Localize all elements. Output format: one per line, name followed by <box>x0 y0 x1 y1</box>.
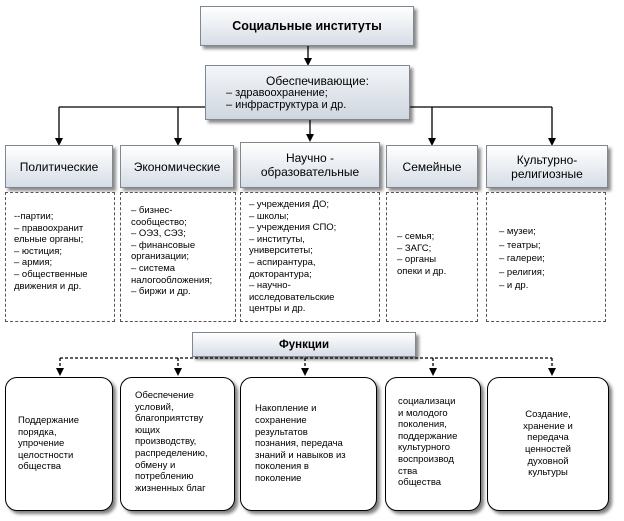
list-item: – юстиция; <box>14 245 62 257</box>
institution-name: Экономические <box>133 159 221 174</box>
supporting-heading: Обеспечивающие: <box>266 73 369 88</box>
institution-name: Культурно- религиозные <box>511 152 583 181</box>
list-item: – галереи; <box>499 253 545 264</box>
list-item: университеты; <box>249 245 313 257</box>
function-box-culture-religion: Создание, хранение и передача ценностей … <box>487 377 609 511</box>
list-item: сообщество; <box>131 216 187 228</box>
institution-list-family: – семья; – ЗАГС; – органы опеки и др. <box>386 192 478 322</box>
supporting-institutions-box: Обеспечивающие: – здравоохранение; – инф… <box>205 65 410 120</box>
institution-list-political: --партии; – правоохранит ельные органы; … <box>5 192 115 322</box>
diagram-title-text: Социальные институты <box>232 19 382 33</box>
institution-list-economic: – бизнес- сообщество; – ОЭЗ, СЭЗ; – фина… <box>120 192 236 322</box>
function-text: Обеспечение условий, благоприятству ющих… <box>135 390 208 494</box>
list-item: – биржи и др. <box>131 286 191 298</box>
function-text: социализаци и молодого поколения, поддер… <box>398 396 458 489</box>
institution-name: Семейные <box>402 159 462 174</box>
list-item: – школы; <box>249 210 289 222</box>
list-item: исследовательские <box>249 291 335 303</box>
list-item: – ОЭЗ, СЭЗ; <box>131 228 186 240</box>
institution-list-culture-religion: – музеи; – театры; – галереи; – религия;… <box>486 192 606 322</box>
list-item: ельные органы; <box>14 234 84 246</box>
institution-header-political: Политические <box>5 145 113 188</box>
list-item: центры и др. <box>249 303 306 315</box>
function-text: Накопление и сохранение результатов позн… <box>255 403 346 484</box>
institution-list-education: – учреждения ДО; – школы; – учреждения С… <box>240 192 380 322</box>
list-item: – учреждения ДО; <box>249 199 330 210</box>
institution-header-family: Семейные <box>386 145 478 188</box>
list-item: – научно- <box>249 280 291 292</box>
institution-header-culture-religion: Культурно- религиозные <box>486 145 608 188</box>
list-item: – музеи; <box>499 226 536 237</box>
list-item: – учреждения СПО; <box>249 222 337 234</box>
list-item: – семья; <box>397 231 435 242</box>
list-item: – органы <box>397 254 437 266</box>
supporting-item: – здравоохранение; <box>226 86 328 99</box>
list-item: – аспирантура, <box>249 256 316 268</box>
list-item: – правоохранит <box>14 222 84 234</box>
list-item: докторантура; <box>249 268 312 280</box>
list-item: – и др. <box>499 280 529 291</box>
function-box-political: Поддержание порядка, упрочение целостнос… <box>5 377 113 511</box>
list-item: – армия; <box>14 257 53 269</box>
functions-label-box: Функции <box>192 332 416 357</box>
list-item: – институты, <box>249 233 305 245</box>
supporting-item: – инфраструктура и др. <box>226 98 347 111</box>
list-item: – театры; <box>499 239 541 251</box>
list-item: – система <box>131 262 176 274</box>
list-item: движения и др. <box>14 280 82 292</box>
diagram-title: Социальные институты <box>200 6 414 46</box>
institution-header-economic: Экономические <box>120 145 234 188</box>
function-box-education: Накопление и сохранение результатов позн… <box>240 377 377 511</box>
institution-name: Политические <box>19 159 99 174</box>
function-box-economic: Обеспечение условий, благоприятству ющих… <box>120 377 235 511</box>
list-item: – ЗАГС; <box>397 242 432 254</box>
list-item: – религия; <box>499 266 545 278</box>
institution-header-education: Научно - образовательные <box>240 142 380 188</box>
list-item: – финансовые <box>131 239 196 251</box>
list-item: --партии; <box>14 211 54 222</box>
list-item: налогообложения; <box>131 274 213 286</box>
list-item: – общественные <box>14 268 88 280</box>
list-item: – бизнес- <box>131 205 173 216</box>
function-text: Поддержание порядка, упрочение целостнос… <box>18 415 80 473</box>
function-text: Создание, хранение и передача ценностей … <box>523 409 573 479</box>
functions-label: Функции <box>278 338 330 351</box>
institution-name: Научно - образовательные <box>260 151 360 179</box>
list-item: опеки и др. <box>397 265 447 277</box>
list-item: организации; <box>131 251 189 263</box>
function-box-family: социализаци и молодого поколения, поддер… <box>385 377 481 511</box>
